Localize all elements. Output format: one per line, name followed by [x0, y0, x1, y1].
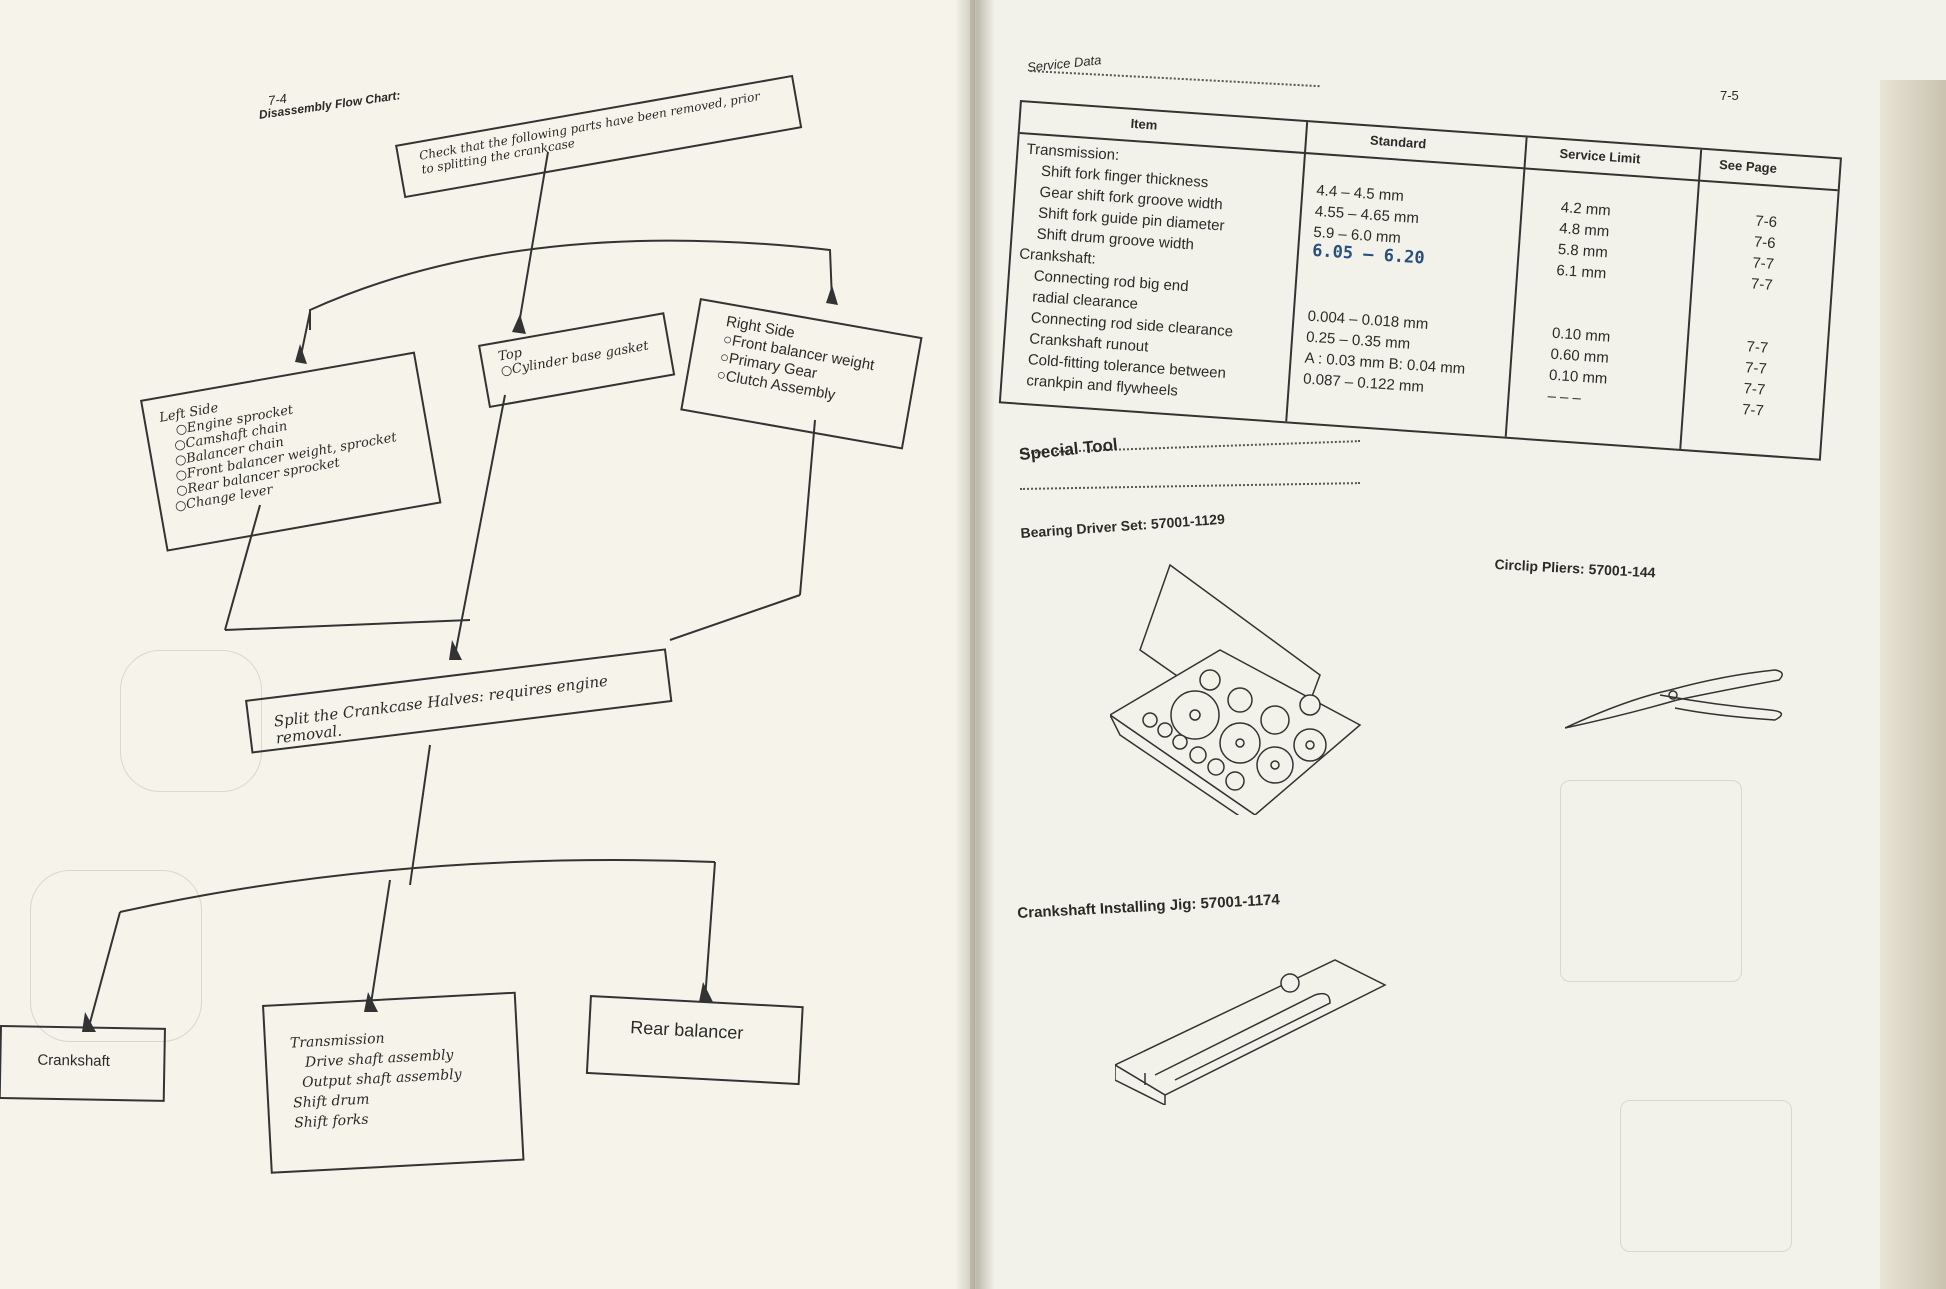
service-data-page: Service Data 7-5 Item Standard Service L… — [975, 0, 1946, 1289]
table-cell-standard: 4.4 – 4.5 mm — [1315, 181, 1405, 205]
table-cell-limit: 0.60 mm — [1549, 345, 1610, 367]
header-service-limit: Service Limit — [1559, 145, 1641, 167]
bearing-driver-set-icon — [1110, 563, 1362, 815]
table-cell-standard: 0.087 – 0.122 mm — [1302, 370, 1425, 396]
table-cell-page: 7-7 — [1744, 359, 1768, 378]
table-cell-item: Transmission: — [1025, 140, 1120, 165]
table-column-divider — [1504, 137, 1528, 437]
table-cell-limit: 5.8 mm — [1557, 240, 1609, 262]
handwritten-correction: 6.05 – 6.20 — [1311, 240, 1426, 269]
tool-label-crankshaft-jig: Crankshaft Installing Jig: 57001-1174 — [1017, 891, 1281, 922]
show-through-shape — [120, 650, 262, 792]
crankshaft-text: Crankshaft — [37, 1051, 111, 1070]
page-number-right: 7-5 — [1720, 88, 1739, 103]
title-divider — [1029, 70, 1320, 88]
tool-label-bearing-driver: Bearing Driver Set: 57001-1129 — [1020, 510, 1226, 541]
table-cell-page: 7-7 — [1741, 401, 1765, 420]
table-cell-page: 7-7 — [1743, 380, 1766, 399]
crankshaft-jig-icon — [1115, 959, 1387, 1105]
header-item: Item — [1130, 115, 1158, 133]
show-through-shape — [1620, 1100, 1792, 1252]
table-cell-standard: 4.55 – 4.65 mm — [1314, 202, 1420, 228]
flow-connectors — [82, 151, 838, 1032]
left-page — [0, 0, 970, 1289]
table-cell-limit: – – – — [1547, 387, 1582, 407]
rear-balancer-box: Rear balancer — [585, 995, 804, 1086]
transmission-box: Transmission Drive shaft assembly Output… — [262, 991, 525, 1174]
table-cell-page: 7-7 — [1751, 254, 1775, 273]
special-tool-title: Special Tool — [1018, 434, 1119, 465]
table-cell-limit: 0.10 mm — [1551, 324, 1611, 346]
table-cell-page: 7-7 — [1750, 275, 1774, 294]
disassembly-flow-chart: 7-4 Disassembly Flow Chart: — [0, 0, 960, 1289]
table-cell-item: radial clearance — [1031, 288, 1139, 313]
table-cell-item: Crankshaft: — [1018, 245, 1097, 268]
header-standard: Standard — [1369, 132, 1427, 152]
table-cell-limit: 4.2 mm — [1560, 199, 1612, 220]
table-cell-standard: 0.25 – 0.35 mm — [1305, 328, 1411, 353]
rear-balancer-text: Rear balancer — [629, 1017, 744, 1044]
header-see-page: See Page — [1718, 156, 1778, 176]
circlip-pliers-icon — [1565, 669, 1783, 729]
show-through-shape — [1560, 780, 1742, 982]
table-cell-limit: 4.8 mm — [1558, 219, 1610, 241]
book-gutter — [955, 0, 995, 1289]
service-data-table: Item Standard Service Limit See Page Tra… — [998, 100, 1842, 461]
table-column-divider — [1679, 149, 1703, 449]
table-cell-limit: 0.10 mm — [1548, 366, 1608, 388]
table-cell-page: 7-7 — [1745, 338, 1769, 357]
tool-label-circlip-pliers: Circlip Pliers: 57001-144 — [1494, 556, 1656, 581]
show-through-shape — [30, 870, 202, 1042]
book-right-edge — [1880, 80, 1946, 1289]
table-cell-page: 7-6 — [1753, 233, 1777, 253]
table-cell-page: 7-6 — [1754, 212, 1778, 232]
special-tool-divider — [1020, 482, 1360, 490]
table-cell-limit: 6.1 mm — [1555, 261, 1607, 283]
crankshaft-box: Crankshaft — [0, 1025, 166, 1102]
